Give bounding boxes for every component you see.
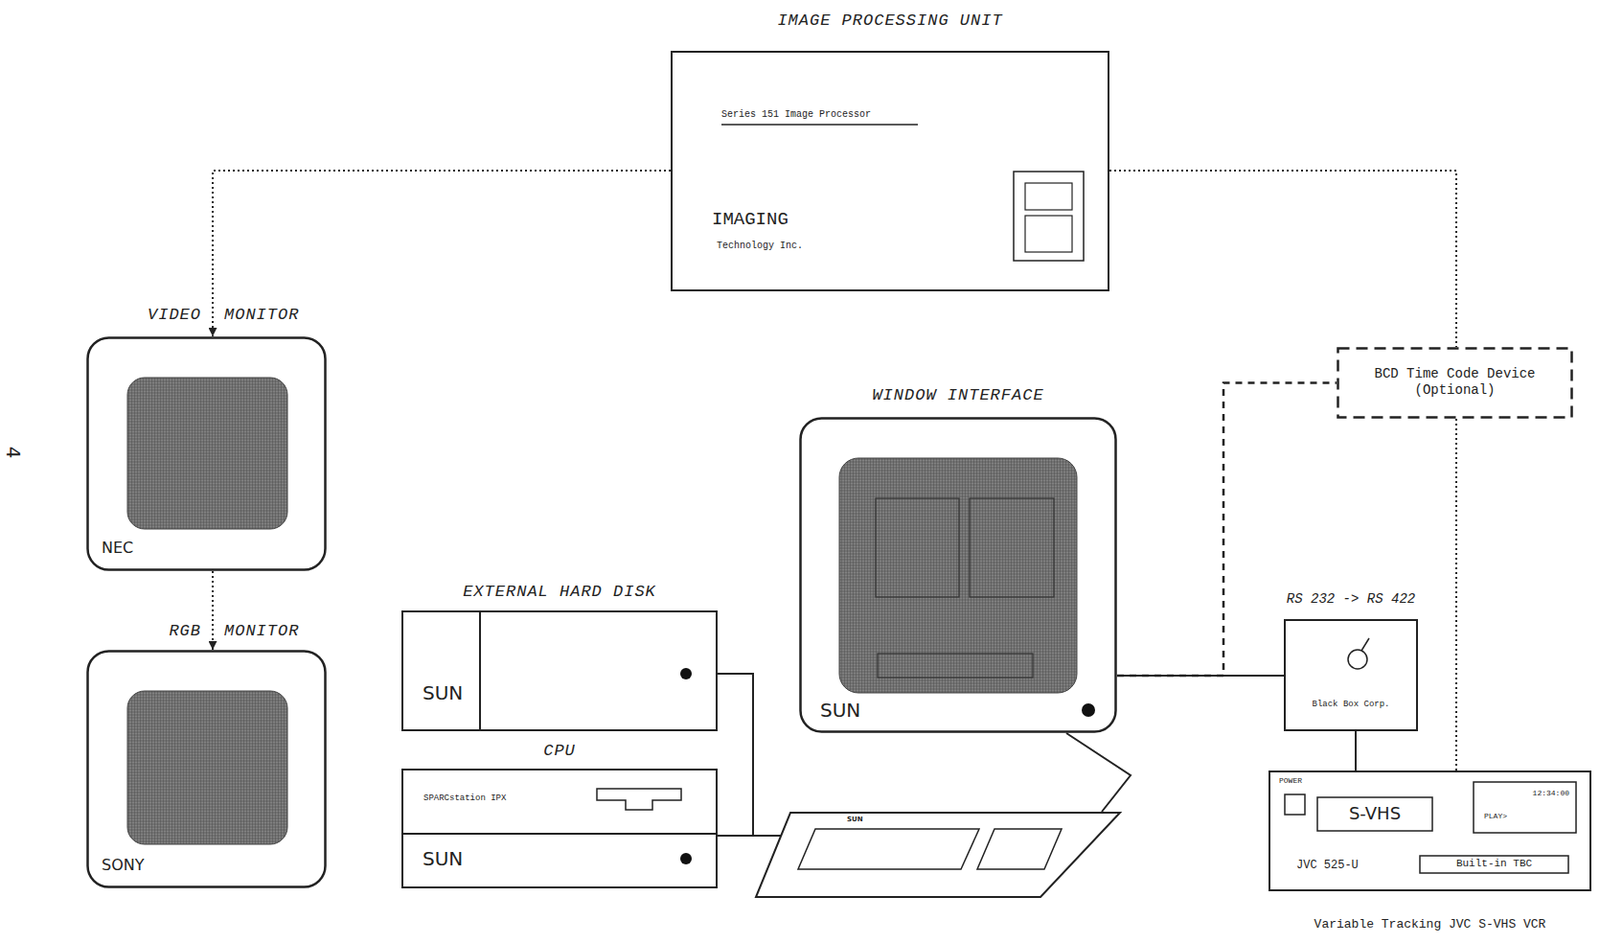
brand-label: SONY — [101, 857, 145, 873]
power-label: POWER — [1279, 777, 1303, 785]
cpu-box: CPUSPARCstation IPXSUN — [401, 768, 718, 889]
tbc-label: Built-in TBC — [1227, 858, 1600, 869]
cable-line — [1066, 732, 1131, 812]
image-processor-box-outline — [670, 50, 1110, 292]
window-heading: WINDOW INTERFACE — [607, 387, 1309, 404]
clock-label: 12:34:00 — [1532, 789, 1570, 798]
converter-box: RS 232 -> RS 422Black Box Corp. — [1283, 618, 1418, 732]
brand-label: SUN — [846, 816, 864, 823]
monitor-heading: MONITOR — [224, 306, 299, 323]
model-label: JVC 525-U — [1296, 859, 1359, 871]
device-label: BCD Time Code Device (Optional) — [1359, 365, 1552, 399]
video-monitor: VIDEOMONITORNEC — [86, 336, 327, 572]
rgb-monitor: RGBMONITORSONY — [86, 649, 327, 889]
brand-label: SUN — [422, 683, 463, 703]
brand-sub-label: Technology Inc. — [716, 241, 803, 252]
brand-label: Black Box Corp. — [1092, 700, 1600, 709]
keyboard-outline — [754, 811, 1121, 898]
image-processor-box: IMAGE PROCESSING UNITSeries 151 Image Pr… — [670, 50, 1110, 292]
display-panel: 12:34:00PLAY> — [1472, 780, 1578, 834]
brand-label: SUN — [422, 848, 463, 869]
cpu-box-outline — [401, 768, 718, 889]
converter-box-outline — [1283, 618, 1418, 732]
status-label: PLAY> — [1484, 812, 1508, 821]
vcr-box: POWERJVC 525-UVariable Tracking JVC S-VH… — [1268, 770, 1592, 892]
cable-line — [1354, 731, 1357, 771]
hard-disk-box: EXTERNAL HARD DISKSUN — [401, 610, 718, 732]
signal-line — [212, 170, 671, 337]
interface-heading: RS 232 -> RS 422 — [1092, 592, 1600, 606]
video-monitor-outline — [86, 336, 327, 572]
monitor-heading: RGB — [168, 622, 202, 640]
cable-line — [717, 673, 782, 836]
cpu-heading: CPU — [209, 742, 910, 759]
workstation-monitor: WINDOW INTERFACESUN — [799, 416, 1118, 733]
keyboard: SUN — [754, 811, 1121, 898]
vcr-caption: Variable Tracking JVC S-VHS VCR — [1076, 917, 1600, 931]
signal-line — [211, 571, 214, 650]
signal-line — [1109, 170, 1457, 347]
signal-line — [1455, 418, 1458, 771]
model-label: Series 151 Image Processor — [721, 110, 871, 120]
tbc-badge: Built-in TBC — [1418, 854, 1570, 874]
monitor-heading: VIDEO — [147, 306, 202, 323]
unit-heading: IMAGE PROCESSING UNIT — [479, 12, 1302, 29]
rgb-monitor-outline — [86, 649, 327, 889]
cable-line — [1117, 674, 1284, 677]
format-label: S-VHS — [1124, 804, 1600, 823]
brand-label: IMAGING — [711, 210, 789, 229]
brand-label: NEC — [101, 540, 134, 556]
hard-disk-box-outline — [401, 610, 718, 732]
page-number: 4 — [3, 446, 23, 459]
disk-heading: EXTERNAL HARD DISK — [209, 583, 910, 600]
model-label: SPARCstation IPX — [423, 794, 506, 803]
time-code-box: BCD Time Code Device (Optional) — [1336, 346, 1574, 419]
brand-label: SUN — [820, 700, 861, 720]
format-badge: S-VHS — [1316, 796, 1434, 832]
cable-line — [717, 834, 782, 837]
workstation-monitor-outline — [799, 416, 1118, 733]
monitor-heading: MONITOR — [224, 622, 299, 640]
